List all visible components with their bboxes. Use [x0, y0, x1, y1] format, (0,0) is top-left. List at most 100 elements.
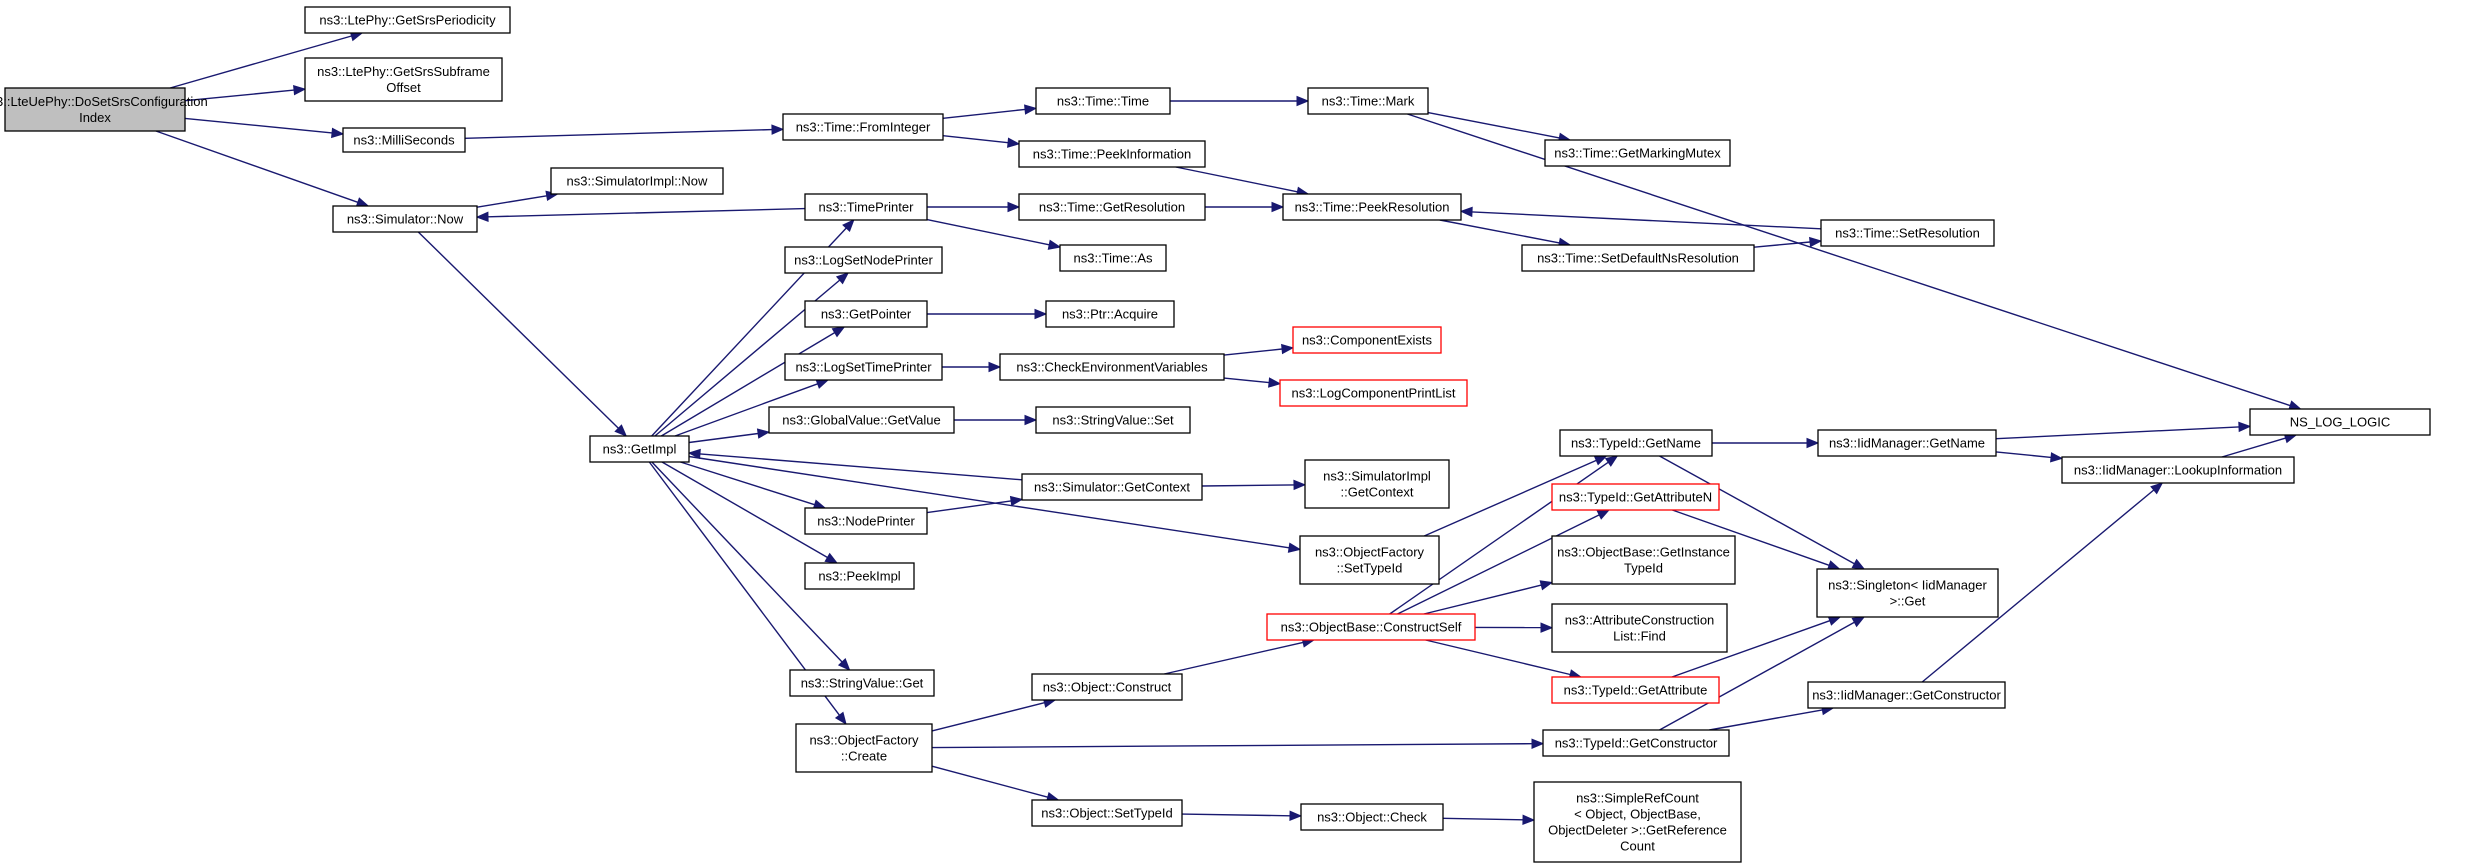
node-label: ns3::Time::SetResolution	[1835, 226, 1980, 241]
function-node[interactable]: ns3::Time::Time	[1035, 87, 1171, 115]
node-box	[1307, 87, 1429, 115]
node-label: ns3::TypeId::GetAttribute	[1564, 683, 1708, 698]
node-label: ns3::SimulatorImpl::Now	[567, 174, 708, 189]
function-node[interactable]: ns3::StringValue::Set	[1035, 406, 1191, 434]
function-node[interactable]: ns3::GlobalValue::GetValue	[768, 406, 955, 434]
node-label: ns3::Ptr::Acquire	[1062, 307, 1158, 322]
function-node[interactable]: ns3::LogSetTimePrinter	[784, 353, 943, 381]
node-label: ns3::Object::Check	[1317, 810, 1427, 825]
function-node[interactable]: ns3::Object::Check	[1300, 803, 1444, 831]
function-node[interactable]: ns3::SimulatorImpl::GetContext	[1304, 459, 1450, 509]
function-node[interactable]: ns3::PeekImpl	[804, 562, 915, 590]
function-node[interactable]: ns3::LtePhy::GetSrsPeriodicity	[304, 6, 511, 34]
function-node[interactable]: ns3::IidManager::GetName	[1817, 429, 1997, 457]
node-box	[1018, 140, 1206, 168]
node-label: ns3::CheckEnvironmentVariables	[1016, 360, 1208, 375]
node-box	[784, 246, 943, 274]
node-box	[550, 167, 724, 195]
node-label: ns3::Simulator::Now	[347, 212, 464, 227]
node-box	[1059, 244, 1167, 272]
node-box	[1551, 676, 1720, 704]
arrowhead	[2238, 421, 2252, 433]
node-box	[1551, 603, 1728, 653]
function-node[interactable]: ns3::LogSetNodePrinter	[784, 246, 943, 274]
node-label: ns3::IidManager::LookupInformation	[2074, 463, 2282, 478]
function-node[interactable]: ns3::Time::SetResolution	[1820, 219, 1995, 247]
function-node[interactable]: ns3::Object::SetTypeId	[1031, 799, 1183, 827]
arrowhead	[1007, 201, 1021, 213]
node-label: ns3::TimePrinter	[819, 200, 915, 215]
function-node[interactable]: ns3::Singleton< IidManager >::Get	[1816, 568, 1999, 618]
function-node[interactable]: ns3::Time::GetResolution	[1018, 193, 1206, 221]
function-node[interactable]: ns3::SimpleRefCount< Object, ObjectBase,…	[1533, 781, 1742, 863]
function-node[interactable]: ns3::IidManager::GetConstructor	[1807, 681, 2006, 709]
node-box	[1021, 473, 1203, 501]
function-node[interactable]: ns3::TypeId::GetConstructor	[1542, 729, 1730, 757]
call-edge-n6-n11	[942, 135, 1021, 148]
function-node[interactable]: ns3::ComponentExists	[1292, 326, 1442, 354]
node-label: ns3::SimulatorImpl	[1323, 469, 1431, 484]
node-box	[804, 562, 915, 590]
arrowhead	[815, 379, 830, 389]
node-box	[304, 6, 511, 34]
node-box	[1807, 681, 2006, 709]
function-node[interactable]: ns3::Time::GetMarkingMutex	[1544, 139, 1731, 167]
node-label: ns3::LogComponentPrintList	[1291, 386, 1455, 401]
node-label: ns3::SimpleRefCount	[1576, 791, 1699, 806]
function-node[interactable]: ns3::IidManager::LookupInformation	[2061, 456, 2295, 484]
function-node[interactable]: ns3::TypeId::GetAttributeN	[1551, 483, 1720, 511]
function-node[interactable]: ns3::ObjectBase::ConstructSelf	[1266, 613, 1476, 641]
node-box	[1279, 379, 1468, 407]
call-edge-n7-n8	[1170, 95, 1310, 107]
function-node[interactable]: ns3::Time::SetDefaultNsResolution	[1521, 244, 1755, 272]
function-node[interactable]: ns3::TypeId::GetName	[1559, 429, 1713, 457]
call-edge-n44-n39	[1671, 615, 1842, 678]
call-edge-n26-n42	[651, 461, 851, 671]
function-node[interactable]: ns3::TypeId::GetAttribute	[1551, 676, 1720, 704]
arrowhead	[1296, 95, 1310, 107]
function-nodes: ns3::LteUePhy::DoSetSrsConfigurationInde…	[0, 6, 2431, 863]
arrowhead	[824, 552, 839, 564]
function-node[interactable]: NS_LOG_LOGIC	[2249, 408, 2431, 436]
call-edge-n47-n39	[1659, 616, 1866, 731]
call-edge-n20-n21	[927, 308, 1048, 320]
function-node[interactable]: ns3::LteUePhy::DoSetSrsConfigurationInde…	[0, 87, 208, 132]
function-node[interactable]: ns3::Simulator::Now	[332, 205, 478, 233]
call-edge-n46-n43	[931, 697, 1057, 732]
node-box	[1300, 803, 1444, 831]
function-node[interactable]: ns3::StringValue::Get	[789, 669, 935, 697]
arrowhead	[842, 219, 855, 232]
function-node[interactable]: ns3::TimePrinter	[804, 193, 928, 221]
arrowhead	[831, 326, 846, 338]
function-node[interactable]: ns3::Object::Construct	[1031, 673, 1183, 701]
arrowhead	[837, 658, 851, 671]
function-node[interactable]: ns3::Simulator::GetContext	[1021, 473, 1203, 501]
function-node[interactable]: ns3::MilliSeconds	[342, 127, 466, 153]
node-box	[1551, 535, 1736, 585]
function-node[interactable]: ns3::SimulatorImpl::Now	[550, 167, 724, 195]
node-label: ns3::GlobalValue::GetValue	[782, 413, 941, 428]
function-node[interactable]: ns3::Time::Mark	[1307, 87, 1429, 115]
node-label: ns3::LtePhy::GetSrsPeriodicity	[319, 13, 496, 28]
function-node[interactable]: ns3::Time::FromInteger	[782, 113, 944, 141]
call-edge-n34-n10	[1995, 421, 2252, 440]
arrowhead	[756, 428, 771, 439]
function-node[interactable]: ns3::CheckEnvironmentVariables	[999, 353, 1225, 381]
node-box	[804, 300, 928, 328]
function-node[interactable]: ns3::Time::PeekResolution	[1282, 193, 1462, 221]
function-node[interactable]: ns3::GetPointer	[804, 300, 928, 328]
function-node[interactable]: ns3::ObjectFactory::SetTypeId	[1299, 535, 1440, 585]
function-node[interactable]: ns3::Ptr::Acquire	[1045, 300, 1175, 328]
function-node[interactable]: ns3::Time::As	[1059, 244, 1167, 272]
function-node[interactable]: ns3::NodePrinter	[804, 507, 928, 535]
node-label: ns3::Time::Time	[1057, 94, 1149, 109]
call-edge-n23-n25	[1223, 377, 1282, 388]
function-node[interactable]: ns3::LogComponentPrintList	[1279, 379, 1468, 407]
function-node[interactable]: ns3::GetImpl	[589, 435, 690, 463]
call-edge-n22-n23	[942, 361, 1002, 373]
function-node[interactable]: ns3::Time::PeekInformation	[1018, 140, 1206, 168]
function-node[interactable]: ns3::ObjectFactory::Create	[795, 723, 933, 773]
